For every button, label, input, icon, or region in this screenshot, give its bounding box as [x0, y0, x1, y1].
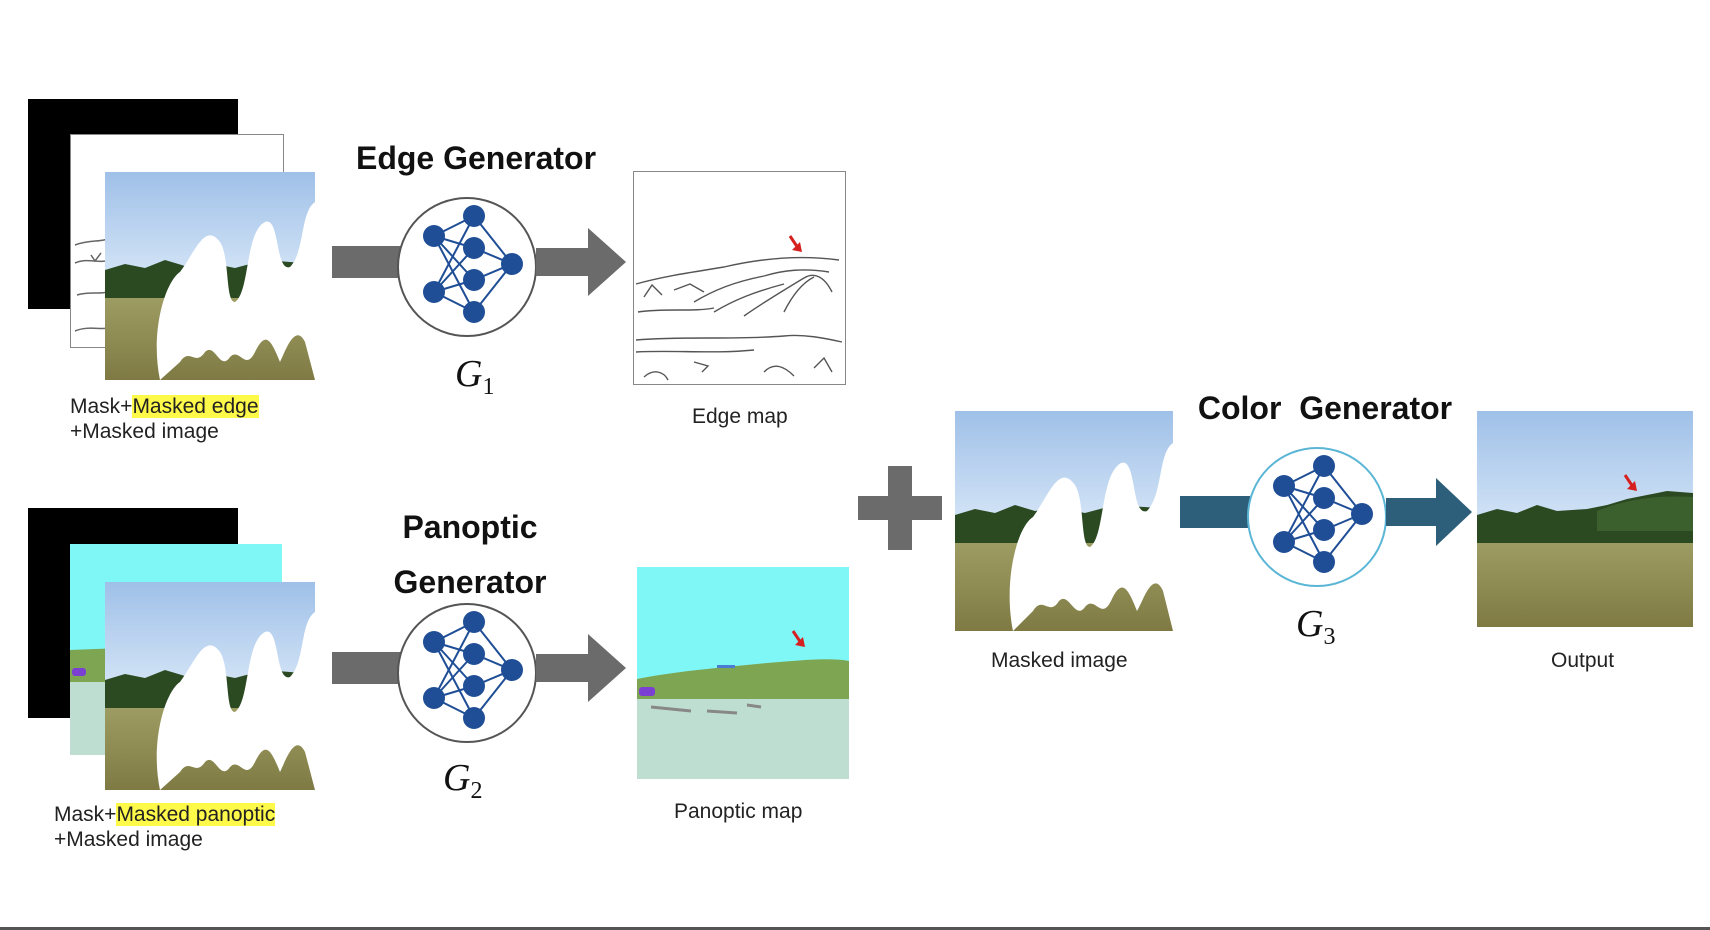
- edge-output-arrow: [536, 228, 626, 296]
- output-caption: Output: [1551, 649, 1615, 672]
- panoptic-map-image: [637, 567, 849, 779]
- color-input-arrow: [1180, 496, 1250, 528]
- caption-prefix: Mask+: [70, 395, 133, 418]
- panoptic-generator-symbol: G2: [443, 756, 482, 805]
- masked-image-layer: [105, 582, 315, 790]
- edge-map-caption: Edge map: [692, 405, 788, 428]
- edge-generator-symbol: G1: [455, 352, 494, 401]
- caption-line2: +Masked image: [70, 420, 219, 443]
- symbol-letter: G: [1296, 603, 1324, 645]
- masked-image: [955, 411, 1173, 631]
- caption-highlight: Masked edge: [132, 395, 259, 418]
- panoptic-output-arrow: [536, 634, 626, 702]
- symbol-subscript: 1: [482, 374, 495, 400]
- symbol-letter: G: [455, 353, 483, 395]
- title-line2: Generator: [393, 564, 547, 600]
- panoptic-input-arrow: [332, 652, 402, 684]
- panoptic-input-caption: Mask+Masked panoptic +Masked image: [54, 802, 276, 852]
- color-output-arrow: [1386, 478, 1472, 546]
- symbol-letter: G: [443, 757, 471, 799]
- symbol-subscript: 3: [1323, 624, 1336, 650]
- color-network-icon: [1247, 447, 1387, 587]
- edge-map-image: [633, 171, 846, 385]
- panoptic-network-icon: [397, 603, 537, 743]
- bottom-divider: [0, 927, 1710, 930]
- edge-input-caption: Mask+Masked edge +Masked image: [70, 394, 259, 444]
- edge-network-icon: [397, 197, 537, 337]
- panoptic-generator-title: Panoptic Generator: [360, 500, 580, 610]
- color-generator-symbol: G3: [1296, 602, 1335, 651]
- caption-line2: +Masked image: [54, 828, 203, 851]
- panoptic-map-caption: Panoptic map: [674, 800, 803, 823]
- color-generator-title: Color Generator: [1197, 390, 1453, 426]
- symbol-subscript: 2: [470, 778, 483, 804]
- output-image: [1477, 411, 1693, 627]
- caption-highlight: Masked panoptic: [116, 803, 276, 826]
- plus-icon: [858, 466, 942, 550]
- masked-image-layer: [105, 172, 315, 380]
- title-line1: Panoptic: [402, 509, 538, 545]
- caption-prefix: Mask+: [54, 803, 117, 826]
- edge-input-arrow: [332, 246, 402, 278]
- masked-image-caption: Masked image: [991, 649, 1128, 672]
- edge-generator-title: Edge Generator: [355, 140, 597, 176]
